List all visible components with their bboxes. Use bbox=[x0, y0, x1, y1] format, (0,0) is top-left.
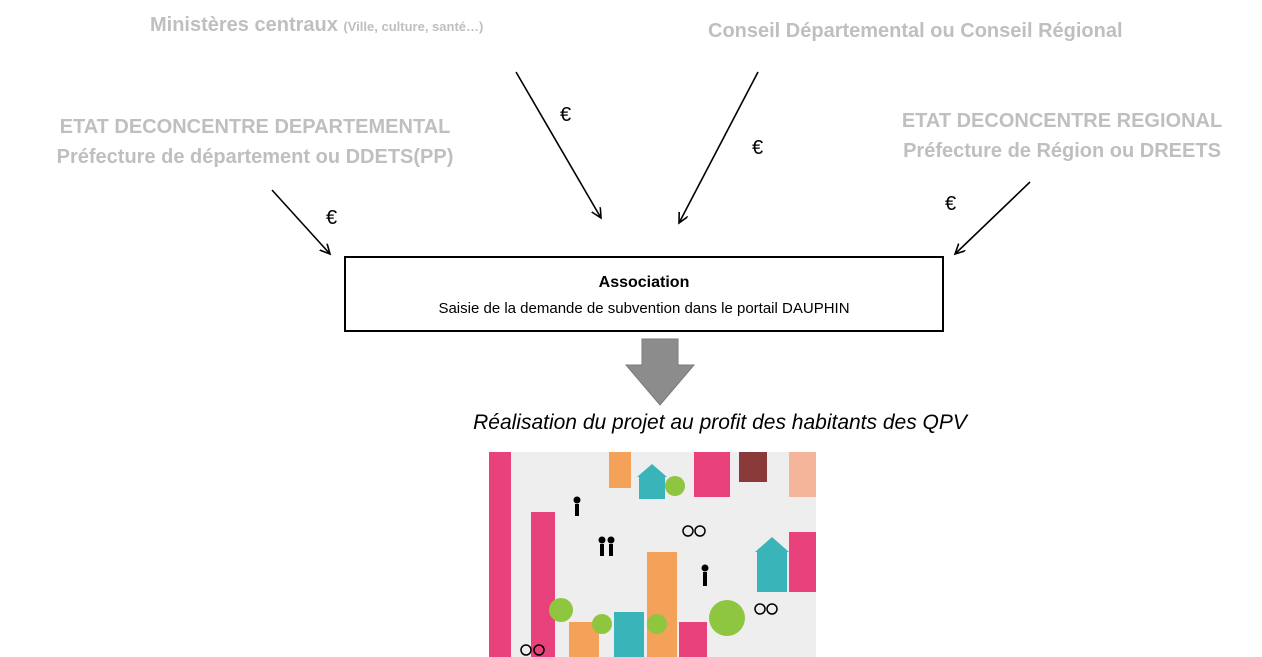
ministeres-detail: (Ville, culture, santé…) bbox=[343, 19, 484, 34]
association-box: Association Saisie de la demande de subv… bbox=[344, 256, 944, 332]
association-subtitle: Saisie de la demande de subvention dans … bbox=[438, 300, 850, 317]
regional-line1: ETAT DECONCENTRE REGIONAL bbox=[901, 110, 1223, 132]
arrow-departemental bbox=[271, 189, 330, 254]
euro-symbol-regional: € bbox=[945, 193, 957, 215]
source-etat-regional: ETAT DECONCENTRE REGIONAL Préfecture de … bbox=[862, 106, 1262, 166]
project-outcome-text: Réalisation du projet au profit des habi… bbox=[473, 411, 967, 434]
euro-symbol-departemental: € bbox=[326, 207, 338, 229]
big-down-arrow bbox=[624, 338, 696, 406]
association-title: Association bbox=[598, 274, 690, 291]
arrow-ministeres bbox=[515, 71, 601, 218]
euro-symbol-conseil: € bbox=[752, 137, 764, 159]
source-conseil: Conseil Départemental ou Conseil Régiona… bbox=[708, 20, 1123, 42]
departemental-line2: Préfecture de département ou DDETS(PP) bbox=[56, 146, 454, 168]
city-illustration bbox=[489, 452, 816, 657]
source-ministeres-centraux: Ministères centraux (Ville, culture, san… bbox=[150, 14, 483, 37]
arrow-regional bbox=[955, 181, 1031, 254]
regional-line2: Préfecture de Région ou DREETS bbox=[903, 140, 1221, 162]
ministeres-label: Ministères centraux bbox=[150, 14, 338, 36]
arrow-conseil bbox=[679, 71, 759, 223]
source-etat-departemental: ETAT DECONCENTRE DEPARTEMENTAL Préfectur… bbox=[10, 112, 500, 172]
euro-symbol-ministeres: € bbox=[560, 104, 572, 126]
departemental-line1: ETAT DECONCENTRE DEPARTEMENTAL bbox=[59, 116, 451, 138]
